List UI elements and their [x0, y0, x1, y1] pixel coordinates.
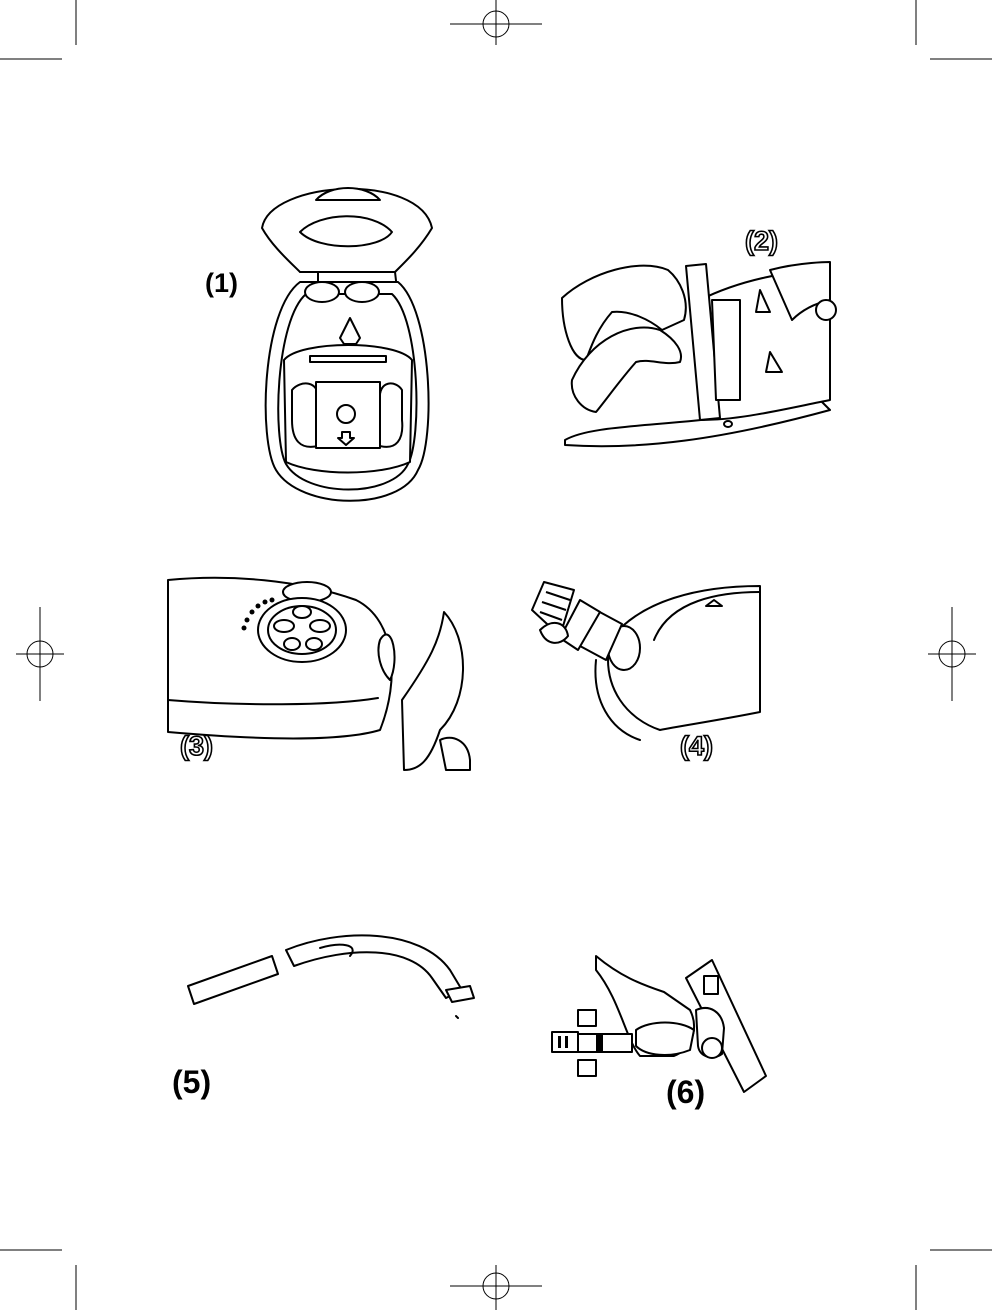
connector-top-tab [578, 1010, 596, 1026]
figure-5-label: (5) [172, 1066, 211, 1098]
nozzle-switch [704, 976, 718, 994]
figure-2-label: (2) [745, 228, 778, 255]
connector-bottom-tab [578, 1060, 596, 1076]
figure-3-label: (3) [180, 733, 213, 760]
nozzle-wheel [702, 1038, 722, 1058]
figure-1-label: (1) [205, 270, 238, 297]
tube-segment [602, 1034, 632, 1052]
figure-4-label: (4) [680, 733, 713, 760]
tube-in-hand [636, 1023, 694, 1055]
figure-6-label: (6) [666, 1076, 705, 1108]
